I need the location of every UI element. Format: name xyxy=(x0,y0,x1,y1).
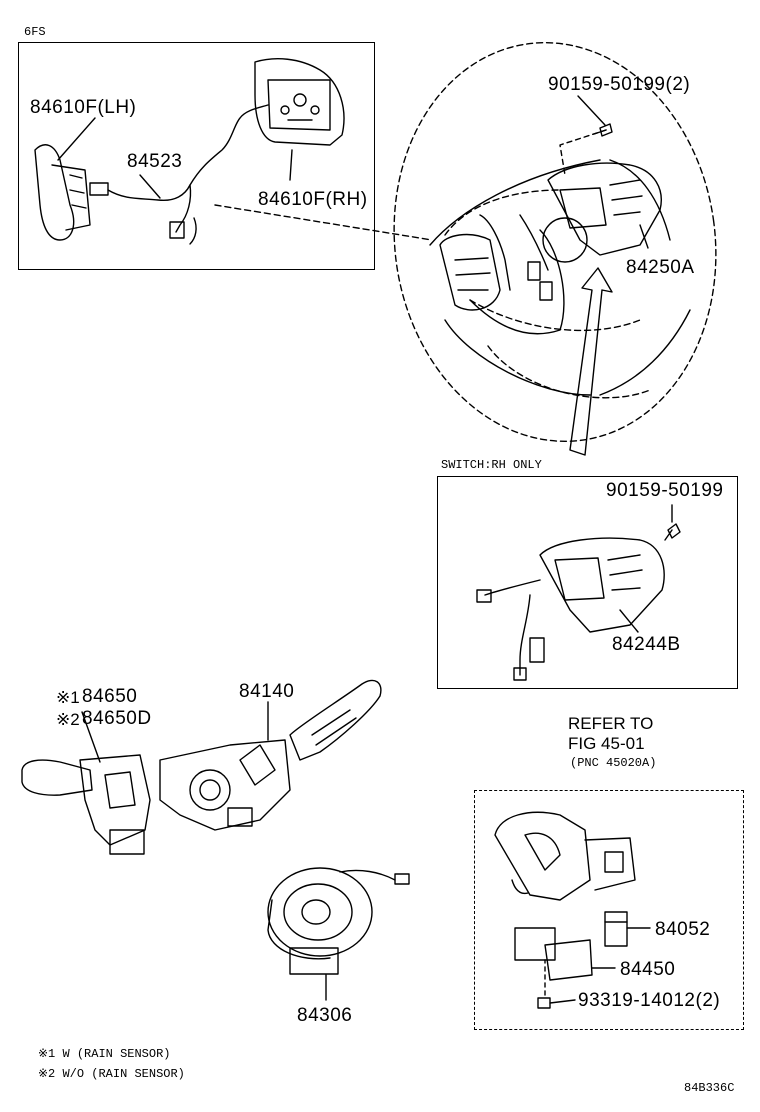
part-84052-label: 84052 xyxy=(655,919,711,940)
paddle-switch-lh-drawing xyxy=(34,144,109,241)
part-84610f-lh-label: 84610F(LH) xyxy=(30,97,137,118)
figure-code: 84B336C xyxy=(684,1081,735,1095)
part-84523-label: 84523 xyxy=(127,151,183,172)
key-cylinder-drawing xyxy=(604,911,628,947)
paddle-switch-rh-drawing xyxy=(254,58,345,146)
leader-dashed-6fs xyxy=(214,204,433,241)
ignition-switch-frame xyxy=(474,790,744,1030)
paddle-switch-group-frame xyxy=(18,42,375,270)
refer-line-2: FIG 45-01 xyxy=(568,734,645,753)
screw-small-drawing xyxy=(537,997,551,1009)
arrow-up-drawing xyxy=(569,267,613,456)
part-84650-label: 84650 xyxy=(82,686,138,707)
group-code-label: 6FS xyxy=(24,25,46,39)
spiral-cable-drawing xyxy=(267,867,410,975)
part-90159-50199-label: 90159-50199 xyxy=(606,480,724,501)
rh-switch-drawing xyxy=(476,523,681,681)
switch-rh-only-note: SWITCH:RH ONLY xyxy=(441,458,542,472)
part-84450-label: 84450 xyxy=(620,959,676,980)
part-84650d-label: 84650D xyxy=(82,708,152,729)
turn-switch-drawing xyxy=(21,754,151,855)
part-84140-label: 84140 xyxy=(239,681,295,702)
rh-switch-frame xyxy=(437,476,738,689)
marker-2: ※2 xyxy=(56,710,80,729)
part-84250a-label: 84250A xyxy=(626,257,695,278)
part-93319-14012-2-label: 93319-14012(2) xyxy=(578,990,721,1011)
screw-drawing xyxy=(593,123,613,137)
part-84610f-rh-label: 84610F(RH) xyxy=(258,189,368,210)
ignition-switch-drawing xyxy=(494,811,636,901)
footnote-2: ※2 W/O (RAIN SENSOR) xyxy=(38,1067,185,1081)
wiper-switch-drawing xyxy=(159,679,382,831)
footnote-1: ※1 W (RAIN SENSOR) xyxy=(38,1047,171,1061)
marker-1: ※1 xyxy=(56,688,80,707)
ignition-body-drawing xyxy=(514,927,593,981)
part-84244b-label: 84244B xyxy=(612,634,681,655)
refer-line-3: (PNC 45020A) xyxy=(570,756,657,770)
refer-line-1: REFER TO xyxy=(568,714,654,733)
steering-wheel-rim-lines xyxy=(429,159,691,396)
part-84306-label: 84306 xyxy=(297,1005,353,1026)
steering-wheel-outline xyxy=(393,41,717,443)
part-90159-50199-2-label: 90159-50199(2) xyxy=(548,74,691,95)
wire-harness-drawing xyxy=(107,104,269,202)
wheel-switch-drawing xyxy=(439,162,662,311)
